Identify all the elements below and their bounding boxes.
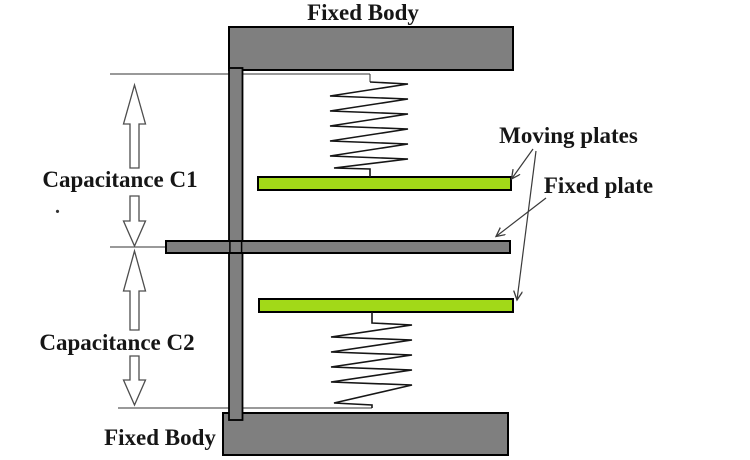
- bottom-spring: [330, 312, 413, 408]
- c2-down-arrow: [122, 355, 147, 407]
- fixed-plate-bar: [165, 240, 511, 254]
- bottom-fixed-body-label: Fixed Body: [104, 425, 216, 450]
- capacitance-c2-label: Capacitance C2: [39, 330, 195, 355]
- top-fixed-body-block: [228, 26, 514, 71]
- c2-up-arrow: [122, 248, 147, 331]
- top-fixed-body-label: Fixed Body: [307, 0, 419, 25]
- moving-plates-leader-upper: [512, 148, 534, 179]
- c1-up-arrow: [122, 82, 147, 169]
- capacitance-c1-label: Capacitance C1: [42, 167, 198, 192]
- upper-moving-plate: [257, 176, 512, 191]
- lower-moving-plate: [258, 298, 514, 313]
- stray-period-mark: .: [55, 196, 60, 218]
- bottom-fixed-body-block: [222, 412, 509, 456]
- fixed-plate-label: Fixed plate: [543, 173, 654, 198]
- top-spring: [329, 81, 409, 177]
- fixed-plate-leader: [496, 197, 547, 237]
- moving-plates-leader-lower: [517, 150, 537, 300]
- c1-down-arrow: [122, 195, 147, 248]
- moving-plates-label: Moving plates: [499, 123, 638, 148]
